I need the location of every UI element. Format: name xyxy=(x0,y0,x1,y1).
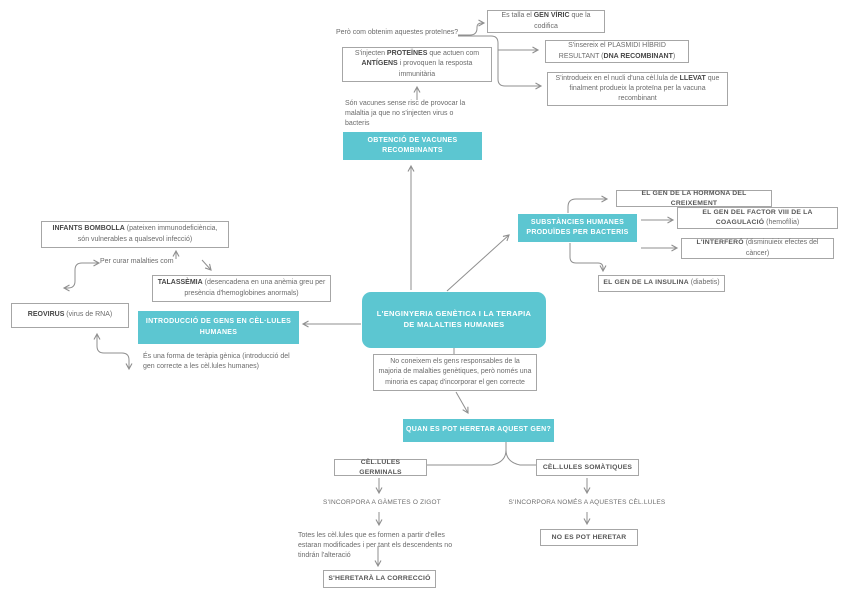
node-obtencio-vacunes[interactable]: OBTENCIÓ DE VACUNES RECOMBINANTS xyxy=(343,132,482,160)
connector-pero-to-llevat xyxy=(458,35,543,90)
label-incorpora-gametes: S'INCORPORA A GÀMETES O ZIGOT xyxy=(322,497,442,508)
label-incorpora-nomes: S'INCORPORA NOMÉS A AQUESTES CÈL.LULES xyxy=(508,497,666,508)
connector-substancies-to-hormona xyxy=(567,195,609,213)
label-text: Però com obtenim aquestes proteïnes? xyxy=(336,29,459,37)
node-label: EL GEN DE LA INSULINA (diabetis) xyxy=(603,279,720,287)
node-proteines-antigens[interactable]: S'injecten PROTEÏNES que actuen com ANTÍ… xyxy=(342,47,492,82)
label-per-curar: Per curar malalties com xyxy=(100,257,180,268)
node-plasmidi-hibrid[interactable]: S'insereix el PLASMIDI HÍBRID RESULTANT … xyxy=(545,40,689,63)
label-text: Són vacunes sense risc de provocar la ma… xyxy=(345,99,466,128)
node-talassemia[interactable]: TALASSÈMIA (desencadena en una anèmia gr… xyxy=(152,275,331,302)
connector-percurar-to-talassemia xyxy=(201,259,212,271)
node-label: EL GEN DE LA HORMONA DEL CREIXEMENT xyxy=(641,189,747,207)
node-gen-insulina[interactable]: EL GEN DE LA INSULINA (diabetis) xyxy=(598,275,725,292)
node-label: OBTENCIÓ DE VACUNES RECOMBINANTS xyxy=(367,136,458,154)
node-label: INFANTS BOMBOLLA (pateixen immunodeficiè… xyxy=(52,225,218,243)
label-son-vacunes: Són vacunes sense risc de provocar la ma… xyxy=(345,99,471,128)
node-label: REOVIRUS (virus de RNA) xyxy=(27,311,113,319)
node-quan-heretar[interactable]: QUAN ES POT HERETAR AQUEST GEN? xyxy=(403,419,554,442)
label-text: Totes les cèl.lules que es formen a part… xyxy=(298,531,453,560)
label-totes-les-cellules: Totes les cèl.lules que es formen a part… xyxy=(298,529,468,563)
connector-pero-to-genviric xyxy=(458,19,486,36)
node-label: INTRODUCCIÓ DE GENS EN CÈL·LULES HUMANES xyxy=(145,318,292,336)
node-gen-hormona[interactable]: EL GEN DE LA HORMONA DEL CREIXEMENT xyxy=(616,190,772,207)
node-label: EL GEN DEL FACTOR VIII DE LA COAGULACIÓ … xyxy=(702,208,813,226)
node-llevat[interactable]: S'introdueix en el nucli d'una cèl.lula … xyxy=(547,72,728,106)
node-label: L'ENGINYERIA GENÈTICA I LA TERAPIA DE MA… xyxy=(376,309,532,329)
node-substancies-humanes[interactable]: SUBSTÀNCIES HUMANES PRODUÏDES PER BACTER… xyxy=(518,214,637,242)
label-text: S'INCORPORA A GÀMETES O ZIGOT xyxy=(323,498,441,506)
connector-noconeixem-to-quan xyxy=(455,391,469,414)
node-label: S'introdueix en el nucli d'una cèl.lula … xyxy=(555,74,720,103)
node-cellules-germinals[interactable]: CÈL.LULES GERMINALS xyxy=(334,459,427,476)
connector-quan-fork-right xyxy=(505,449,536,466)
node-label: L'INTERFERÓ (disminuieix efectes del càn… xyxy=(696,239,819,257)
node-label: S'HERETARÀ LA CORRECCIÓ xyxy=(328,575,431,583)
node-label: S'injecten PROTEÏNES que actuen com ANTÍ… xyxy=(354,50,480,78)
node-label: CÈL.LULES GERMINALS xyxy=(359,458,402,476)
node-no-es-pot-heretar[interactable]: NO ES POT HERETAR xyxy=(540,529,638,546)
connector-substancies-to-insulina xyxy=(569,243,607,273)
node-gen-viric[interactable]: Es talla el GEN VÍRIC que la codifica xyxy=(487,10,605,33)
node-cellules-somatiques[interactable]: CÈL.LULES SOMÀTIQUES xyxy=(536,459,639,476)
node-label: Es talla el GEN VÍRIC que la codifica xyxy=(501,12,591,30)
node-reovirus[interactable]: REOVIRUS (virus de RNA) xyxy=(11,303,129,328)
node-label: SUBSTÀNCIES HUMANES PRODUÏDES PER BACTER… xyxy=(526,218,629,236)
label-es-una-forma: És una forma de teràpia gènica (introduc… xyxy=(143,350,299,374)
node-label: CÈL.LULES SOMÀTIQUES xyxy=(542,463,633,471)
node-interfero[interactable]: L'INTERFERÓ (disminuieix efectes del càn… xyxy=(681,238,834,259)
node-heretara-correccio[interactable]: S'HERETARÀ LA CORRECCIÓ xyxy=(323,570,436,588)
connector-central-to-substancies xyxy=(446,234,510,292)
node-label: NO ES POT HERETAR xyxy=(551,533,627,541)
node-label: QUAN ES POT HERETAR AQUEST GEN? xyxy=(405,426,552,434)
node-no-coneixem[interactable]: No coneixem els gens responsables de la … xyxy=(373,354,537,391)
connector-percurar-scurve xyxy=(62,259,101,292)
node-label: TALASSÈMIA (desencadena en una anèmia gr… xyxy=(157,279,326,297)
node-label: No coneixem els gens responsables de la … xyxy=(378,358,532,386)
node-central-enginyeria[interactable]: L'ENGINYERIA GENÈTICA I LA TERAPIA DE MA… xyxy=(362,292,546,348)
node-introduccio-gens[interactable]: INTRODUCCIÓ DE GENS EN CÈL·LULES HUMANES xyxy=(138,311,299,344)
connector-quan-fork-left xyxy=(426,442,507,466)
label-pero-com: Però com obtenim aquestes proteïnes? xyxy=(336,28,460,39)
node-gen-factor-viii[interactable]: EL GEN DEL FACTOR VIII DE LA COAGULACIÓ … xyxy=(677,207,838,229)
label-text: Per curar malalties com xyxy=(100,258,174,266)
label-text: S'INCORPORA NOMÉS A AQUESTES CÈL.LULES xyxy=(508,498,666,506)
label-text: És una forma de teràpia gènica (introduc… xyxy=(143,352,290,370)
node-label: S'insereix el PLASMIDI HÍBRID RESULTANT … xyxy=(558,42,676,60)
connector-reovirus-scurve xyxy=(93,332,133,371)
node-infants-bombolla[interactable]: INFANTS BOMBOLLA (pateixen immunodeficiè… xyxy=(41,221,229,248)
